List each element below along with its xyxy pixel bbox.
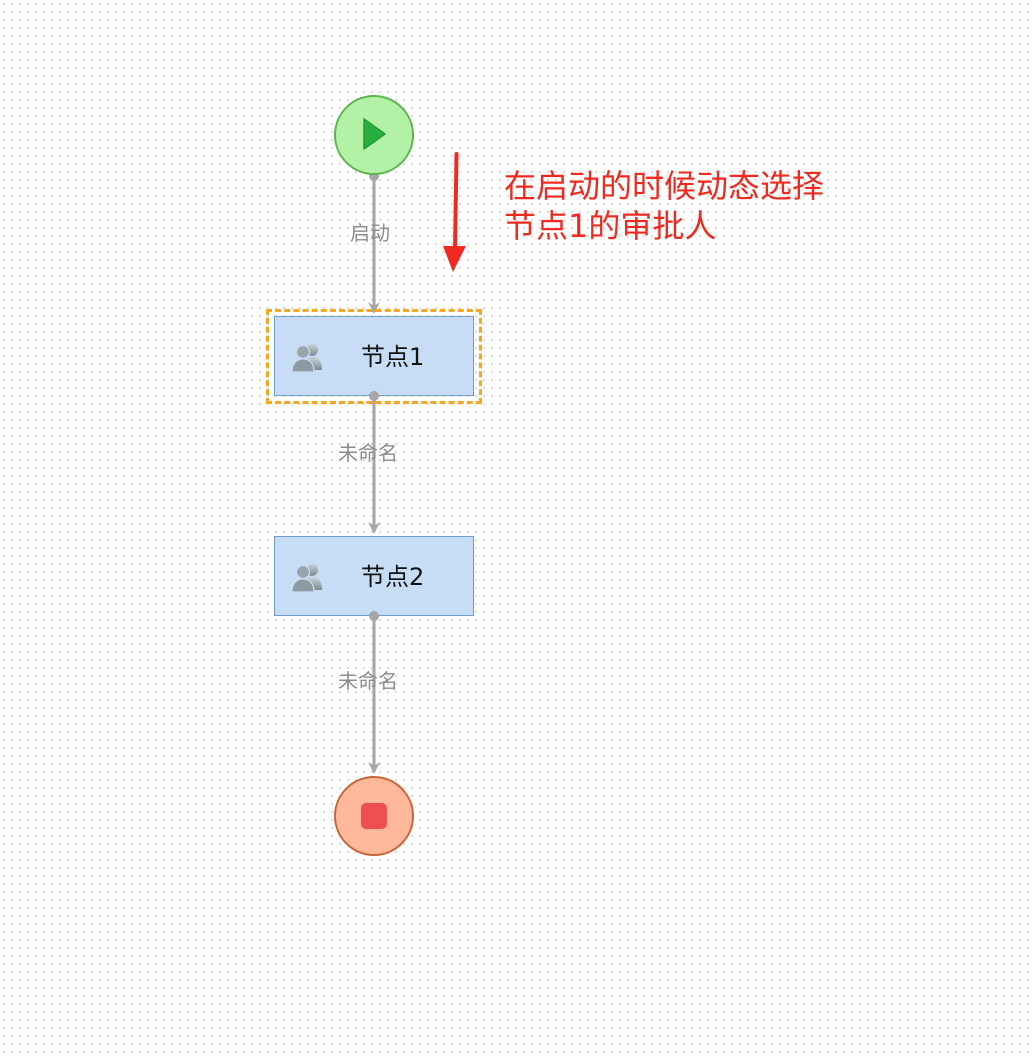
- user-group-icon: [291, 344, 322, 373]
- task-node-2[interactable]: 节点2: [274, 536, 474, 616]
- edge-label-start[interactable]: 启动: [350, 221, 390, 245]
- task-label: 节点2: [361, 563, 425, 591]
- start-event[interactable]: [334, 95, 414, 175]
- task-node-1[interactable]: 节点1: [274, 316, 474, 396]
- stop-icon: [361, 803, 387, 829]
- user-group-icon: [291, 564, 322, 593]
- edge-label-node2-end[interactable]: 未命名: [338, 669, 398, 693]
- selection-frame: [266, 309, 482, 404]
- annotation-arrow: [443, 152, 466, 272]
- play-icon: [363, 118, 386, 150]
- annotation-text: 在启动的时候动态选择 节点1的审批人: [504, 166, 824, 246]
- end-event[interactable]: [334, 776, 414, 856]
- task-label: 节点1: [361, 343, 425, 371]
- edge-label-node1-node2[interactable]: 未命名: [338, 441, 398, 465]
- annotation-line-1: 在启动的时候动态选择: [504, 167, 825, 205]
- annotation-line-2: 节点1的审批人: [504, 207, 717, 245]
